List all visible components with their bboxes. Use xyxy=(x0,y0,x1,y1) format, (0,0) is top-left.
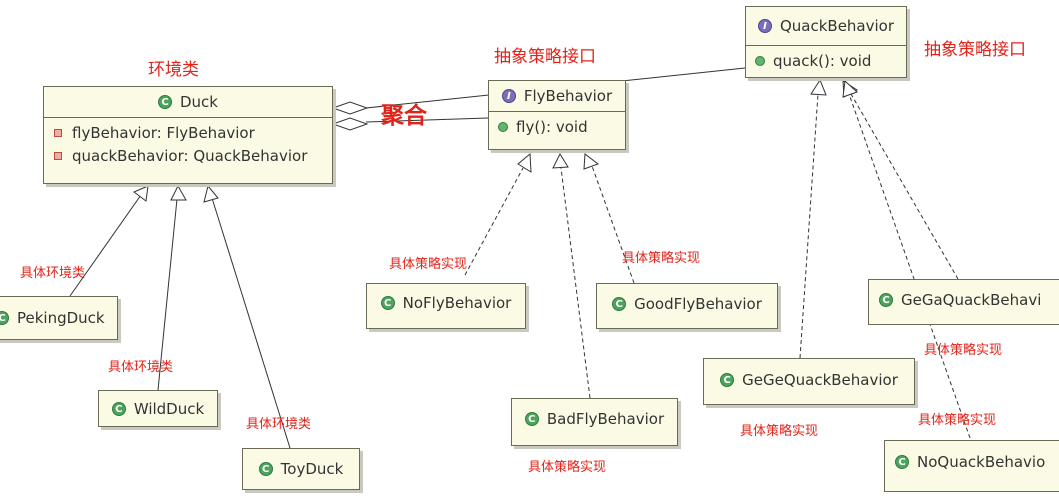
class-duck-name: Duck xyxy=(180,93,218,111)
private-field-icon xyxy=(54,151,62,160)
class-noquackbehavior[interactable]: C NoQuackBehavio xyxy=(884,440,1059,492)
field-label: quackBehavior: QuackBehavior xyxy=(72,146,308,165)
class-icon: C xyxy=(720,373,735,387)
note-context: 环境类 xyxy=(148,60,199,80)
class-wildduck-name: WildDuck xyxy=(133,399,205,418)
class-goodflybehavior-header: C GoodFlyBehavior xyxy=(597,284,777,324)
class-pekingduck-header: C PekingDuck xyxy=(0,297,117,339)
class-duck-header: C Duck xyxy=(44,87,332,117)
aggregation-diamond-upper xyxy=(331,101,369,115)
class-noflybehavior-name: NoFlyBehavior xyxy=(402,294,512,312)
note-concrete-strategy-6: 具体策略实现 xyxy=(918,413,997,428)
class-icon: C xyxy=(258,462,273,476)
class-noflybehavior[interactable]: C NoFlyBehavior xyxy=(366,283,526,329)
class-icon: C xyxy=(0,311,9,325)
class-goodflybehavior-name: GoodFlyBehavior xyxy=(634,295,762,313)
interface-flybehavior-name: FlyBehavior xyxy=(523,87,613,105)
interface-quackbehavior-methods: quack(): void xyxy=(746,45,906,75)
note-concrete-context-3: 具体环境类 xyxy=(246,417,312,432)
realize-arrow-badfly xyxy=(552,152,569,169)
class-gegequackbehavior[interactable]: C GeGeQuackBehavior xyxy=(703,358,915,405)
note-concrete-strategy-1: 具体策略实现 xyxy=(389,257,468,272)
class-wildduck-header: C WildDuck xyxy=(99,391,217,426)
fly-realizations xyxy=(464,152,635,399)
note-concrete-strategy-2: 具体策略实现 xyxy=(622,251,701,266)
interface-quackbehavior[interactable]: I QuackBehavior quack(): void xyxy=(745,6,907,78)
class-gegaquackbehavior[interactable]: C GeGaQuackBehavi xyxy=(868,279,1059,325)
note-concrete-strategy-5: 具体策略实现 xyxy=(924,343,1003,358)
class-toyduck[interactable]: C ToyDuck xyxy=(242,448,360,490)
realize-arrow-goodfly xyxy=(583,153,600,170)
field-row: quackBehavior: QuackBehavior xyxy=(50,144,326,167)
class-toyduck-name: ToyDuck xyxy=(280,460,344,478)
interface-icon: I xyxy=(501,89,516,103)
note-aggregation: 聚合 xyxy=(381,103,427,129)
note-abstract-strategy-fly: 抽象策略接口 xyxy=(494,47,596,67)
class-icon: C xyxy=(879,293,893,307)
class-noquackbehavior-name: NoQuackBehavio xyxy=(917,453,1046,471)
interface-flybehavior[interactable]: I FlyBehavior fly(): void xyxy=(488,80,626,150)
class-icon: C xyxy=(158,95,172,109)
class-duck-fields: flyBehavior: FlyBehavior quackBehavior: … xyxy=(44,117,332,170)
class-toyduck-header: C ToyDuck xyxy=(243,449,359,489)
aggregation-diamond-lower xyxy=(331,117,369,131)
class-gegaquackbehavior-name: GeGaQuackBehavi xyxy=(901,291,1042,309)
class-gegequackbehavior-header: C GeGeQuackBehavior xyxy=(704,359,914,401)
method-label: quack(): void xyxy=(773,51,872,70)
note-concrete-context-2: 具体环境类 xyxy=(108,360,174,375)
public-method-icon xyxy=(755,55,765,66)
public-method-icon xyxy=(498,121,508,132)
class-icon: C xyxy=(895,455,909,469)
class-pekingduck-name: PekingDuck xyxy=(17,309,105,327)
class-icon: C xyxy=(612,297,627,311)
realize-arrow-noquack xyxy=(842,79,858,98)
note-concrete-strategy-4: 具体策略实现 xyxy=(740,424,819,439)
class-badflybehavior-header: C BadFlyBehavior xyxy=(512,399,677,439)
class-icon: C xyxy=(380,296,395,310)
class-pekingduck[interactable]: C PekingDuck xyxy=(0,296,118,340)
class-badflybehavior-name: BadFlyBehavior xyxy=(546,410,665,428)
class-gegaquackbehavior-header: C GeGaQuackBehavi xyxy=(869,280,1059,320)
interface-icon: I xyxy=(757,19,772,33)
interface-quackbehavior-header: I QuackBehavior xyxy=(746,7,906,45)
note-concrete-context-1: 具体环境类 xyxy=(20,266,86,281)
class-goodflybehavior[interactable]: C GoodFlyBehavior xyxy=(596,283,778,329)
note-abstract-strategy-quack: 抽象策略接口 xyxy=(924,40,1026,60)
class-gegequackbehavior-name: GeGeQuackBehavior xyxy=(742,371,898,389)
class-noquackbehavior-header: C NoQuackBehavio xyxy=(885,441,1059,483)
interface-flybehavior-methods: fly(): void xyxy=(489,111,625,141)
realize-arrow-gegequack xyxy=(810,78,827,96)
class-icon: C xyxy=(524,412,539,426)
interface-flybehavior-header: I FlyBehavior xyxy=(489,81,625,111)
duck-generalizations xyxy=(69,184,291,449)
class-duck[interactable]: C Duck flyBehavior: FlyBehavior quackBeh… xyxy=(43,86,333,184)
private-field-icon xyxy=(54,128,62,137)
class-wildduck[interactable]: C WildDuck xyxy=(98,390,218,427)
realize-arrow-nofly xyxy=(517,152,532,173)
method-label: fly(): void xyxy=(516,117,588,136)
interface-quackbehavior-name: QuackBehavior xyxy=(779,17,895,35)
inherit-arrow-toy xyxy=(203,184,219,203)
inherit-arrow-peking xyxy=(133,185,149,202)
method-row: fly(): void xyxy=(495,115,619,138)
quack-realizations xyxy=(799,78,971,439)
note-concrete-strategy-3: 具体策略实现 xyxy=(528,460,607,475)
class-noflybehavior-header: C NoFlyBehavior xyxy=(367,284,525,322)
class-icon: C xyxy=(111,401,126,416)
method-row: quack(): void xyxy=(752,49,900,72)
class-badflybehavior[interactable]: C BadFlyBehavior xyxy=(511,398,678,446)
inherit-arrow-wild xyxy=(170,184,187,201)
field-row: flyBehavior: FlyBehavior xyxy=(50,121,326,144)
aggregation-diamonds xyxy=(331,101,369,131)
field-label: flyBehavior: FlyBehavior xyxy=(72,123,255,142)
